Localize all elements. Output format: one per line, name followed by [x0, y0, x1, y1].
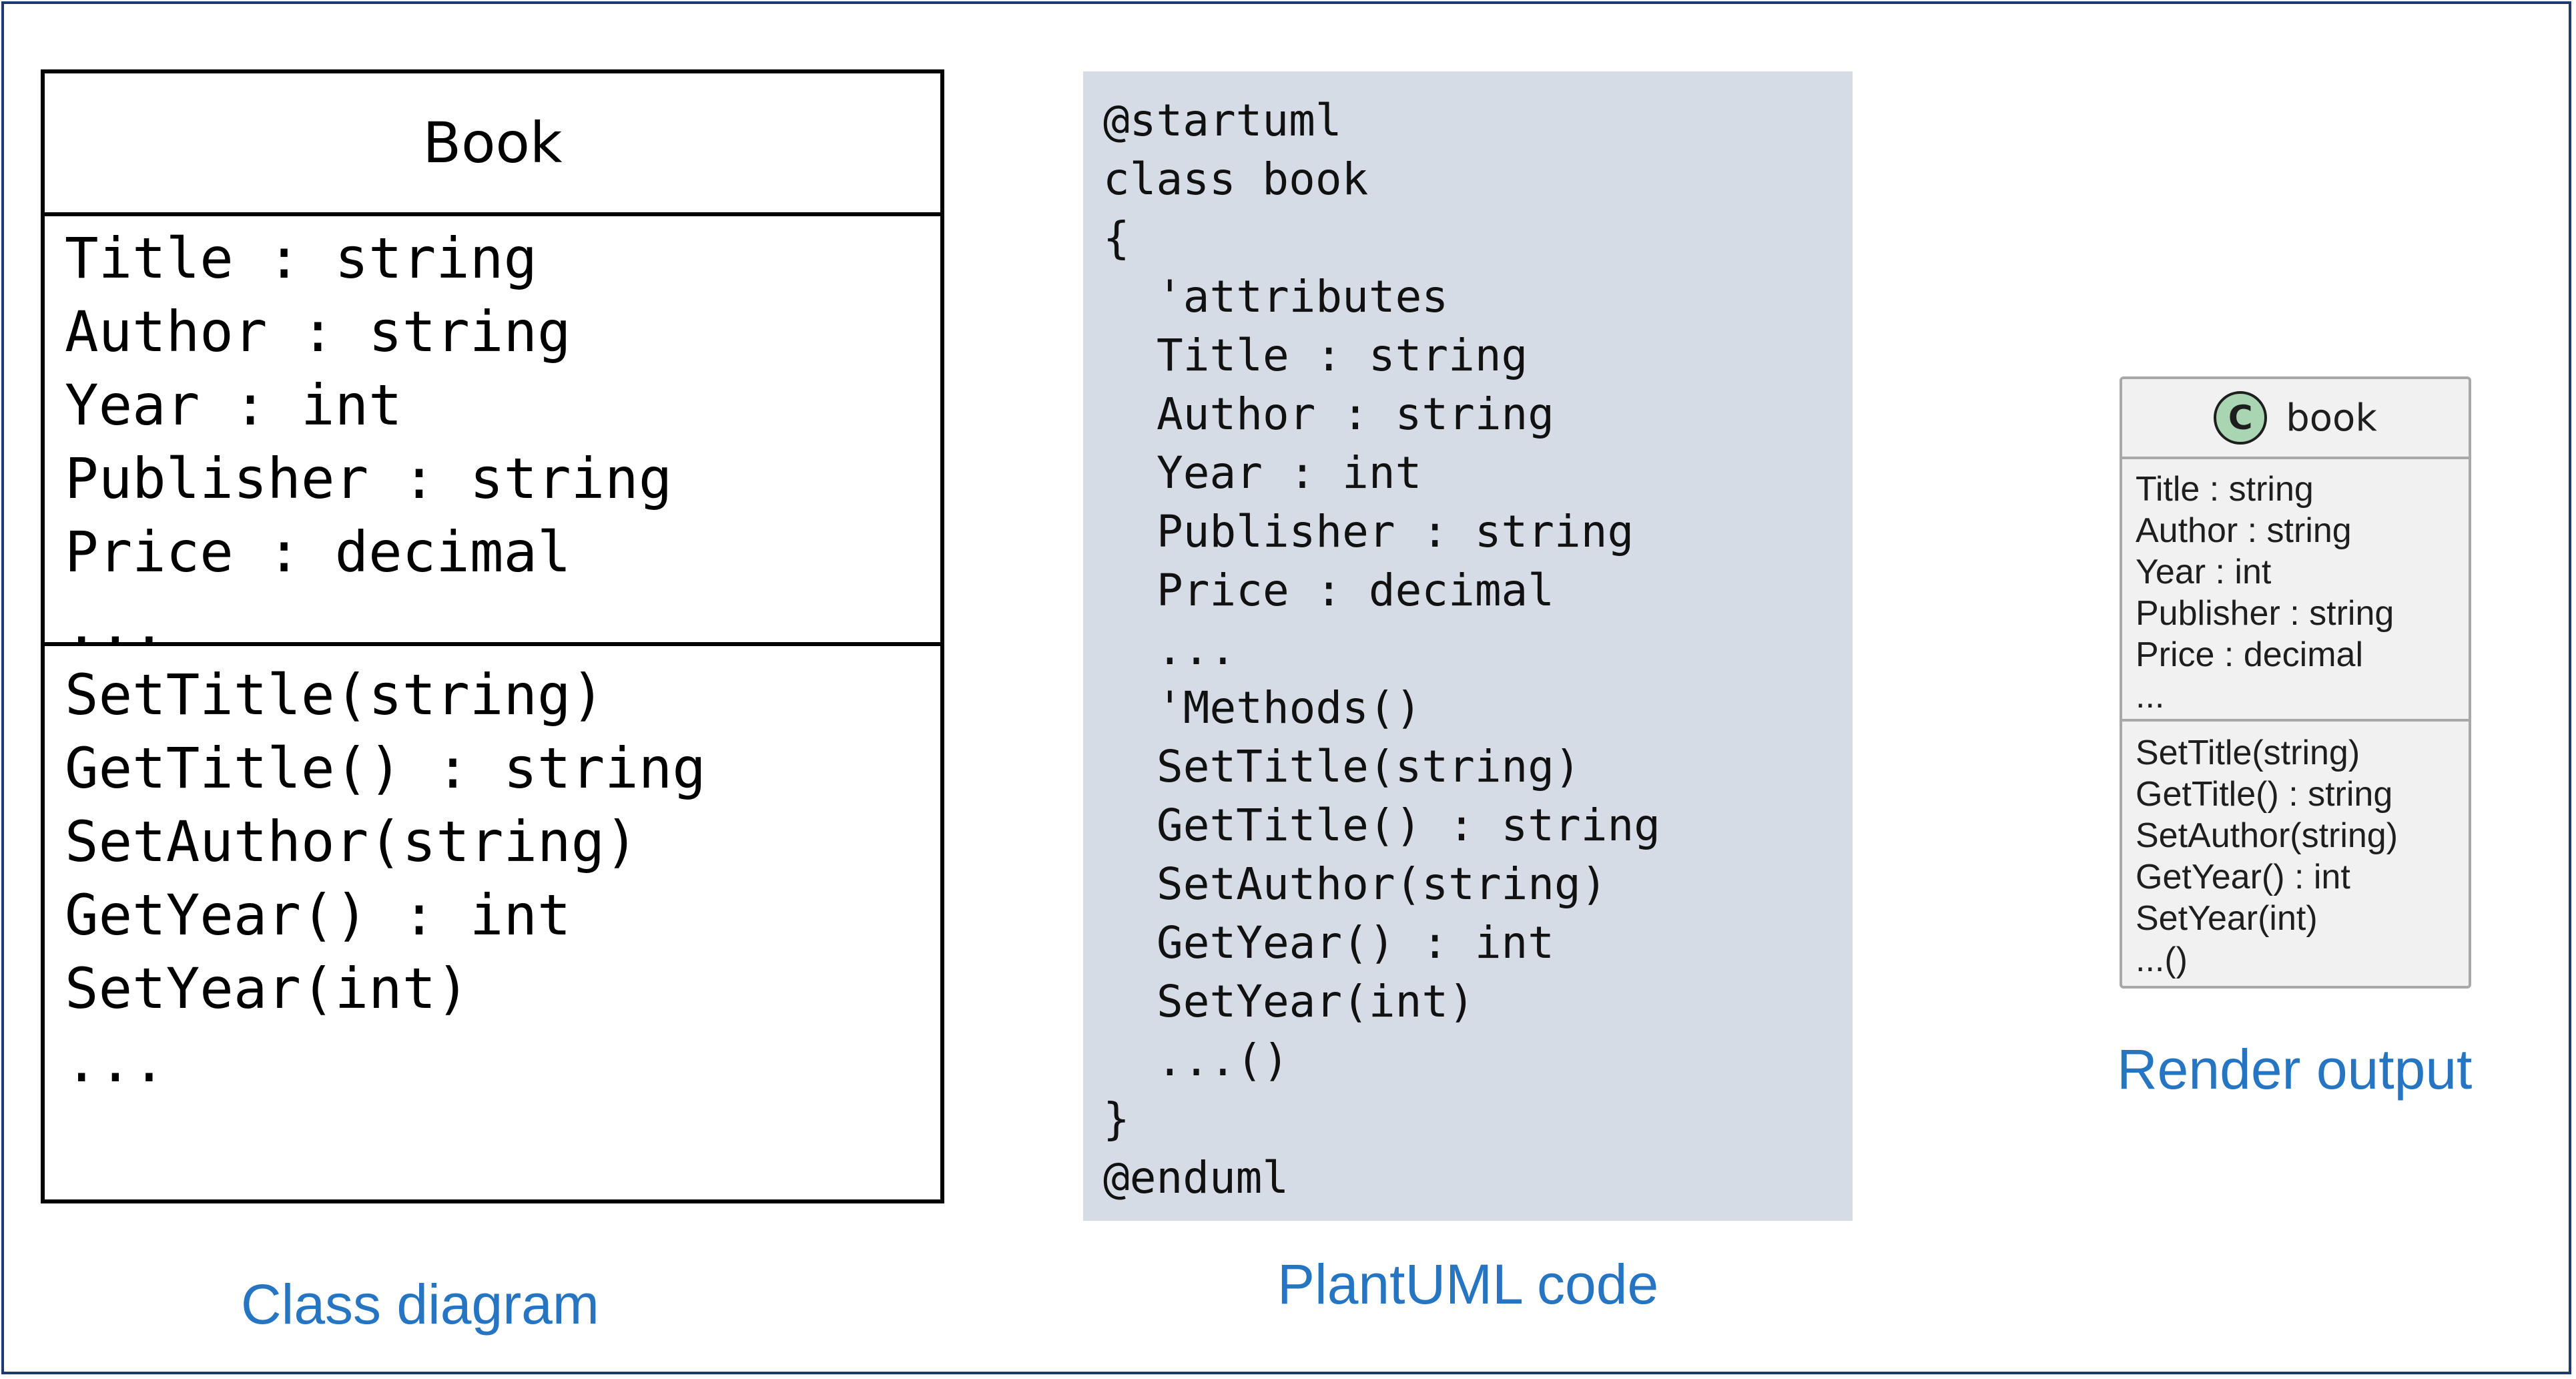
rendered-methods: SetTitle(string) GetTitle() : string Set…	[2122, 722, 2469, 981]
rendered-method: SetYear(int)	[2136, 899, 2318, 938]
method: GetTitle() : string	[65, 736, 706, 801]
method: ...	[65, 1029, 166, 1095]
plantuml-code-panel: @startuml class book { 'attributes Title…	[1083, 71, 1853, 1221]
class-diagram: Book Title : string Author : string Year…	[41, 69, 944, 1203]
code-line: SetYear(int)	[1157, 976, 1475, 1027]
rendered-attribute: ...	[2136, 677, 2165, 716]
method: SetAuthor(string)	[65, 809, 639, 874]
rendered-class-name: book	[2286, 396, 2377, 440]
code-line: GetTitle() : string	[1157, 800, 1660, 851]
method: GetYear() : int	[65, 882, 571, 948]
rendered-method: SetAuthor(string)	[2136, 816, 2398, 855]
render-output-caption: Render output	[2117, 1038, 2473, 1101]
code-line: Publisher : string	[1157, 506, 1634, 557]
class-c-icon: C	[2214, 391, 2268, 445]
code-line: @enduml	[1103, 1152, 1289, 1203]
code-line: 'Methods()	[1157, 682, 1422, 734]
code-line: Author : string	[1157, 388, 1555, 440]
code-line: GetYear() : int	[1157, 917, 1555, 969]
code-line: @startuml	[1103, 95, 1342, 146]
code-line: 'attributes	[1157, 271, 1449, 322]
rendered-class-box: C book Title : string Author : string Ye…	[2120, 376, 2471, 989]
attribute: Price : decimal	[65, 519, 571, 585]
attribute: Year : int	[65, 372, 402, 438]
class-methods: SetTitle(string) GetTitle() : string Set…	[45, 646, 940, 1099]
code-line: {	[1103, 212, 1130, 264]
attribute: ...	[65, 593, 166, 658]
rendered-method: SetTitle(string)	[2136, 734, 2360, 772]
rendered-method: GetTitle() : string	[2136, 775, 2393, 814]
code-block: @startuml class book { 'attributes Title…	[1103, 91, 1660, 1207]
attribute: Author : string	[65, 299, 571, 364]
code-line: SetTitle(string)	[1157, 741, 1581, 792]
rendered-class-header: C book	[2122, 379, 2469, 459]
rendered-attributes: Title : string Author : string Year : in…	[2122, 459, 2469, 722]
rendered-attribute: Author : string	[2136, 511, 2352, 550]
rendered-method: GetYear() : int	[2136, 858, 2350, 896]
class-attributes: Title : string Author : string Year : in…	[45, 216, 940, 658]
class-diagram-caption: Class diagram	[241, 1273, 599, 1336]
code-line: Price : decimal	[1157, 565, 1555, 616]
rendered-attribute: Title : string	[2136, 470, 2314, 509]
rendered-attribute: Publisher : string	[2136, 594, 2394, 633]
code-line: }	[1103, 1093, 1130, 1145]
code-line: ...()	[1157, 1035, 1289, 1086]
code-line: ...	[1157, 623, 1237, 675]
code-line: Year : int	[1157, 447, 1422, 499]
rendered-attribute: Price : decimal	[2136, 635, 2363, 674]
class-name: Book	[45, 73, 940, 216]
code-line: class book	[1103, 154, 1369, 205]
plantuml-code-caption: PlantUML code	[1277, 1253, 1659, 1316]
method: SetTitle(string)	[65, 662, 605, 728]
attribute: Title : string	[65, 226, 538, 291]
code-line: Title : string	[1157, 330, 1528, 381]
rendered-method: ...()	[2136, 940, 2188, 979]
code-line: SetAuthor(string)	[1157, 858, 1608, 910]
method: SetYear(int)	[65, 956, 470, 1021]
attribute: Publisher : string	[65, 446, 673, 511]
rendered-attribute: Year : int	[2136, 553, 2272, 591]
